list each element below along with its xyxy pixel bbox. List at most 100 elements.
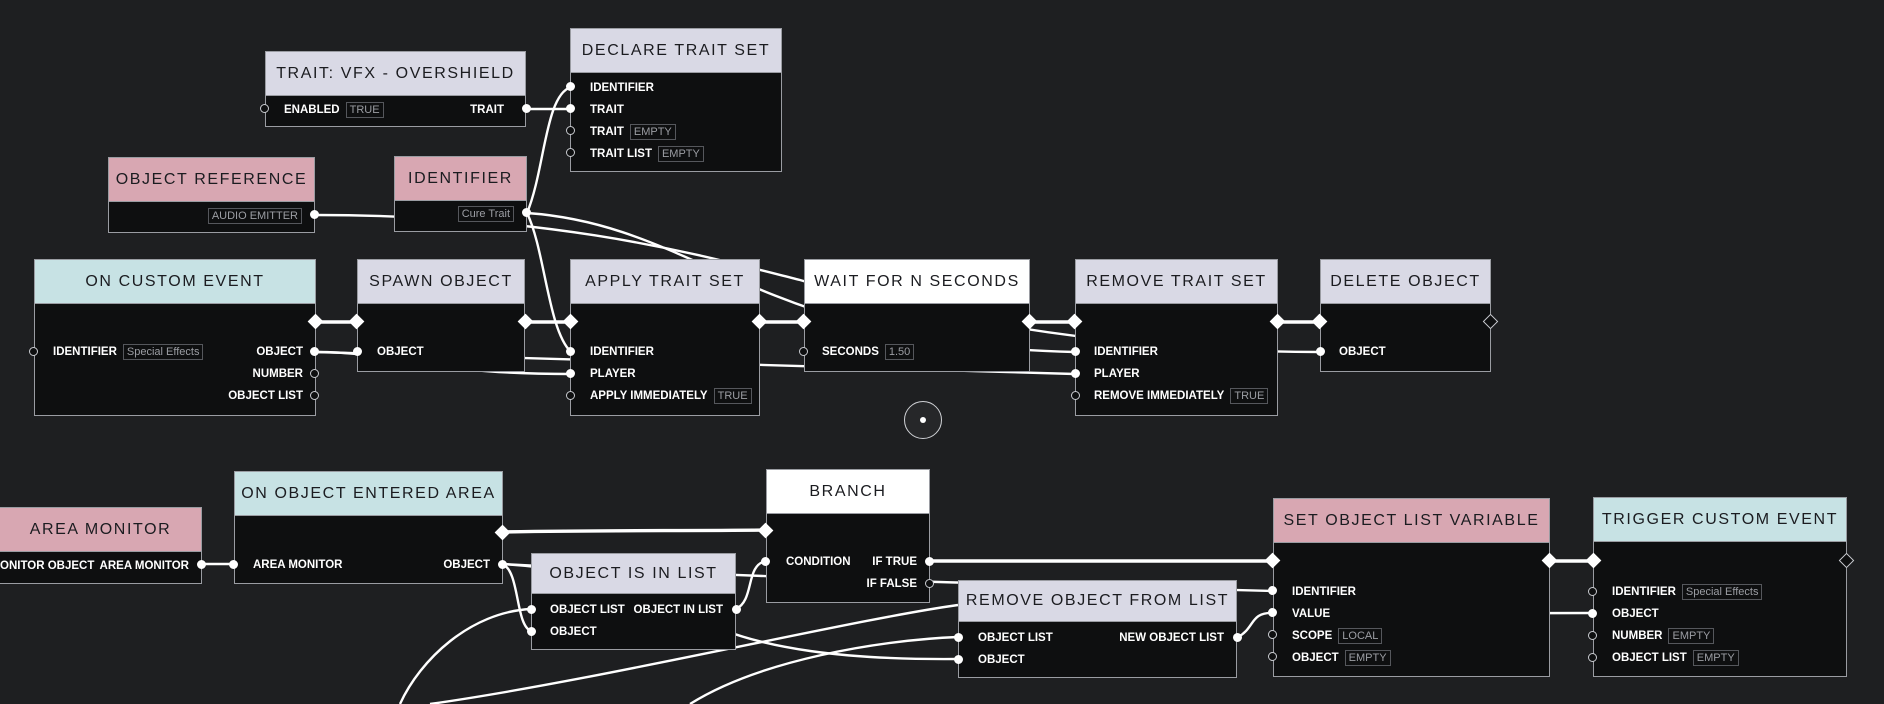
node-title[interactable]: DELETE OBJECT xyxy=(1321,260,1490,304)
node-title[interactable]: ON OBJECT ENTERED AREA xyxy=(235,472,502,516)
object-list-input-pin[interactable] xyxy=(527,605,536,614)
remove-immediately-input-pin[interactable] xyxy=(1071,391,1080,400)
object-is-in-list-node[interactable]: OBJECT IS IN LIST OBJECT LIST OBJECT IN … xyxy=(531,553,736,650)
object-reference-output: AUDIO EMITTER xyxy=(207,207,302,225)
seconds-input-pin[interactable] xyxy=(799,347,808,356)
object-list-output-pin[interactable] xyxy=(310,391,319,400)
node-title[interactable]: BRANCH xyxy=(767,470,929,514)
apply-immediately-input-pin[interactable] xyxy=(566,391,575,400)
trait-input-pin[interactable] xyxy=(566,104,575,113)
node-title[interactable]: TRIGGER CUSTOM EVENT xyxy=(1594,498,1846,542)
object-input-pin[interactable] xyxy=(527,627,536,636)
condition-input-pin[interactable] xyxy=(761,557,770,566)
node-title[interactable]: DECLARE TRAIT SET xyxy=(571,29,781,73)
identifier-input-pin[interactable] xyxy=(29,347,38,356)
remove-identifier-input-pin[interactable] xyxy=(1071,347,1080,356)
identifier-output-pin[interactable] xyxy=(522,208,531,217)
apply-trait-set-node[interactable]: APPLY TRAIT SET IDENTIFIER PLAYER APPLY … xyxy=(570,259,760,416)
identifier-value[interactable]: Special Effects xyxy=(122,344,204,360)
remove-trait-set-node[interactable]: REMOVE TRAIT SET IDENTIFIER PLAYER REMOV… xyxy=(1075,259,1278,416)
trait-list-input-pin[interactable] xyxy=(566,148,575,157)
port-label: AREA MONITOR xyxy=(253,559,343,571)
identifier-port: IDENTIFIER xyxy=(1094,343,1158,361)
remove-object-from-list-node[interactable]: REMOVE OBJECT FROM LIST OBJECT LIST NEW … xyxy=(958,580,1237,678)
enabled-input-pin[interactable] xyxy=(260,104,269,113)
spawn-object-input-pin[interactable] xyxy=(353,347,362,356)
remove-player-input-pin[interactable] xyxy=(1071,369,1080,378)
new-object-list-output-pin[interactable] xyxy=(1233,633,1242,642)
object-list-value[interactable]: EMPTY xyxy=(1692,650,1739,666)
delete-object-node[interactable]: DELETE OBJECT OBJECT xyxy=(1320,259,1491,372)
trait-list-value[interactable]: EMPTY xyxy=(657,146,704,162)
object-in-list-output-pin[interactable] xyxy=(732,605,741,614)
seconds-value[interactable]: 1.50 xyxy=(884,344,915,360)
trigger-identifier-input-pin[interactable] xyxy=(1588,587,1597,596)
port-label: IDENTIFIER xyxy=(590,82,654,94)
remove-immediately-value[interactable]: TRUE xyxy=(1230,388,1269,404)
object-port: OBJECT xyxy=(377,343,424,361)
node-title[interactable]: REMOVE OBJECT FROM LIST xyxy=(959,581,1236,622)
identifier-value[interactable]: Cure Trait xyxy=(457,206,514,222)
area-monitor-input-pin[interactable] xyxy=(229,560,238,569)
on-object-entered-area-node[interactable]: ON OBJECT ENTERED AREA AREA MONITOR OBJE… xyxy=(234,471,503,584)
declare-trait-set-node[interactable]: DECLARE TRAIT SET IDENTIFIER TRAIT TRAIT… xyxy=(570,28,782,172)
identifier-value[interactable]: Special Effects xyxy=(1681,584,1763,600)
apply-identifier-input-pin[interactable] xyxy=(566,347,575,356)
trait-output-pin[interactable] xyxy=(522,104,531,113)
area-monitor-output-pin[interactable] xyxy=(197,560,206,569)
object-reference-value[interactable]: AUDIO EMITTER xyxy=(207,208,302,224)
node-title[interactable]: AREA MONITOR xyxy=(0,508,201,552)
port-label: OBJECT IN LIST xyxy=(633,604,723,616)
object-reference-output-pin[interactable] xyxy=(310,210,319,219)
port-label: OBJECT xyxy=(978,654,1025,666)
scope-value[interactable]: LOCAL xyxy=(1338,628,1383,644)
apply-player-input-pin[interactable] xyxy=(566,369,575,378)
trigger-number-input-pin[interactable] xyxy=(1588,631,1597,640)
set-value-input-pin[interactable] xyxy=(1268,608,1277,617)
object-value[interactable]: EMPTY xyxy=(1344,650,1391,666)
apply-immediately-value[interactable]: TRUE xyxy=(713,388,752,404)
if-true-output-pin[interactable] xyxy=(925,557,934,566)
node-title[interactable]: IDENTIFIER xyxy=(395,157,526,201)
trait-value[interactable]: EMPTY xyxy=(629,124,676,140)
remove-object-list-input-pin[interactable] xyxy=(954,633,963,642)
set-object-input-pin[interactable] xyxy=(1268,652,1277,661)
node-title[interactable]: OBJECT IS IN LIST xyxy=(532,554,735,594)
node-title[interactable]: SPAWN OBJECT xyxy=(358,260,524,304)
area-monitor-node[interactable]: AREA MONITOR ONITOR OBJECT AREA MONITOR xyxy=(0,507,202,584)
if-false-output-pin[interactable] xyxy=(925,579,934,588)
set-scope-input-pin[interactable] xyxy=(1268,630,1277,639)
node-title[interactable]: TRAIT: VFX - OVERSHIELD xyxy=(266,52,525,96)
number-output-pin[interactable] xyxy=(310,369,319,378)
trait-vfx-overshield-node[interactable]: TRAIT: VFX - OVERSHIELD ENABLED TRUE TRA… xyxy=(265,51,526,127)
number-value[interactable]: EMPTY xyxy=(1668,628,1715,644)
object-reference-node[interactable]: OBJECT REFERENCE AUDIO EMITTER xyxy=(108,157,315,233)
set-identifier-input-pin[interactable] xyxy=(1268,586,1277,595)
branch-node[interactable]: BRANCH CONDITION IF TRUE IF FALSE xyxy=(766,469,930,603)
object-output-pin[interactable] xyxy=(310,347,319,356)
node-title[interactable]: REMOVE TRAIT SET xyxy=(1076,260,1277,304)
set-object-list-variable-node[interactable]: SET OBJECT LIST VARIABLE IDENTIFIER VALU… xyxy=(1273,498,1550,677)
entered-object-output-pin[interactable] xyxy=(498,560,507,569)
trigger-object-list-input-pin[interactable] xyxy=(1588,653,1597,662)
port-label: OBJECT xyxy=(443,559,490,571)
node-title[interactable]: ON CUSTOM EVENT xyxy=(35,260,315,304)
spawn-object-node[interactable]: SPAWN OBJECT OBJECT xyxy=(357,259,525,372)
node-title[interactable]: APPLY TRAIT SET xyxy=(571,260,759,304)
identifier-node[interactable]: IDENTIFIER Cure Trait xyxy=(394,156,527,232)
node-title[interactable]: WAIT FOR N SECONDS xyxy=(805,260,1029,304)
trigger-object-input-pin[interactable] xyxy=(1588,609,1597,618)
node-title[interactable]: SET OBJECT LIST VARIABLE xyxy=(1274,499,1549,543)
node-title[interactable]: OBJECT REFERENCE xyxy=(109,158,314,202)
enabled-value[interactable]: TRUE xyxy=(345,102,384,118)
remove-object-input-pin[interactable] xyxy=(954,655,963,664)
delete-object-input-pin[interactable] xyxy=(1316,347,1325,356)
port-label: IDENTIFIER xyxy=(1292,586,1356,598)
trait-input-pin-2[interactable] xyxy=(566,126,575,135)
identifier-input-pin[interactable] xyxy=(566,82,575,91)
